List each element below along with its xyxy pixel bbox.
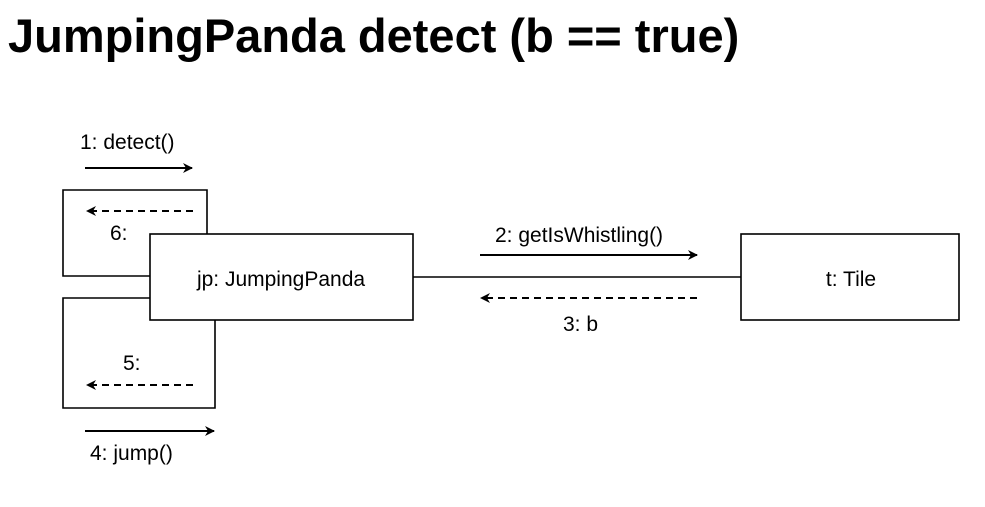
object-jumping-panda-label: jp: JumpingPanda <box>196 268 365 291</box>
message-5-label: 5: <box>123 352 141 375</box>
object-tile-label: t: Tile <box>826 268 876 291</box>
message-2-label: 2: getIsWhistling() <box>495 224 663 247</box>
self-link-upper <box>62 189 208 277</box>
message-6-label: 6: <box>110 222 128 245</box>
object-jumping-panda[interactable] <box>149 233 414 321</box>
object-tile[interactable] <box>740 233 960 321</box>
self-link-lower <box>62 297 216 409</box>
message-3-label: 3: b <box>563 313 598 336</box>
message-4-label: 4: jump() <box>90 442 173 465</box>
message-1-label: 1: detect() <box>80 131 175 154</box>
diagram-title: JumpingPanda detect (b == true) <box>8 9 740 62</box>
